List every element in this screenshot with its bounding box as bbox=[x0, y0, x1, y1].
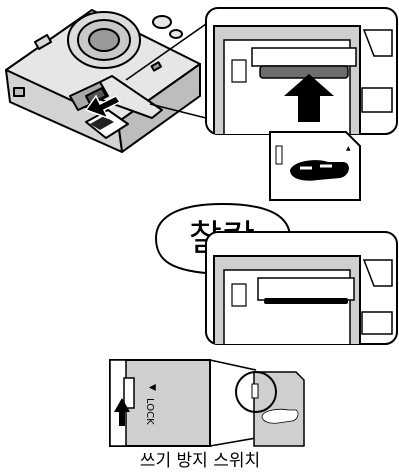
write-protect-caption: 쓰기 방지 스위치 bbox=[140, 451, 260, 471]
lock-arrow-glyph: ▼ bbox=[147, 384, 157, 391]
svg-text:▲: ▲ bbox=[346, 145, 351, 152]
camera-icon bbox=[6, 10, 200, 152]
write-protect-detail: LOCK ▼ bbox=[110, 360, 304, 446]
sd-card-icon: ▲ bbox=[270, 132, 360, 200]
lock-label: LOCK bbox=[144, 398, 155, 425]
slot-panel-inserted bbox=[206, 232, 397, 344]
